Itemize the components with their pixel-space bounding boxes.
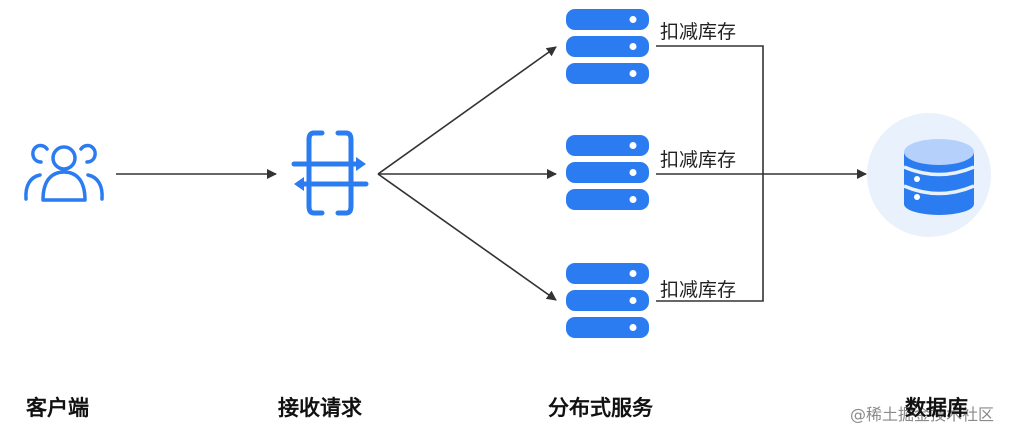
database-label: 数据库 <box>905 396 968 420</box>
gateway-icon <box>291 130 369 216</box>
client-label: 客户端 <box>26 396 89 420</box>
edge-label-mid: 扣减库存 <box>660 149 736 171</box>
arrow-gateway-to-server-bot <box>377 173 557 301</box>
database-icon <box>867 113 991 237</box>
edge-label-bot: 扣减库存 <box>660 279 736 301</box>
users-icon <box>24 143 104 202</box>
server-to-db-connectors <box>656 45 764 302</box>
watermark: @稀土掘金技术社区 <box>850 405 995 424</box>
arrow-gateway-to-server-top <box>377 46 557 175</box>
service-label: 分布式服务 <box>548 396 653 420</box>
gateway-label: 接收请求 <box>278 396 362 420</box>
server-stack-icon-bot <box>566 263 649 338</box>
server-stack-icon-top <box>566 9 649 84</box>
edge-label-top: 扣减库存 <box>660 21 736 43</box>
server-stack-icon-mid <box>566 135 649 210</box>
